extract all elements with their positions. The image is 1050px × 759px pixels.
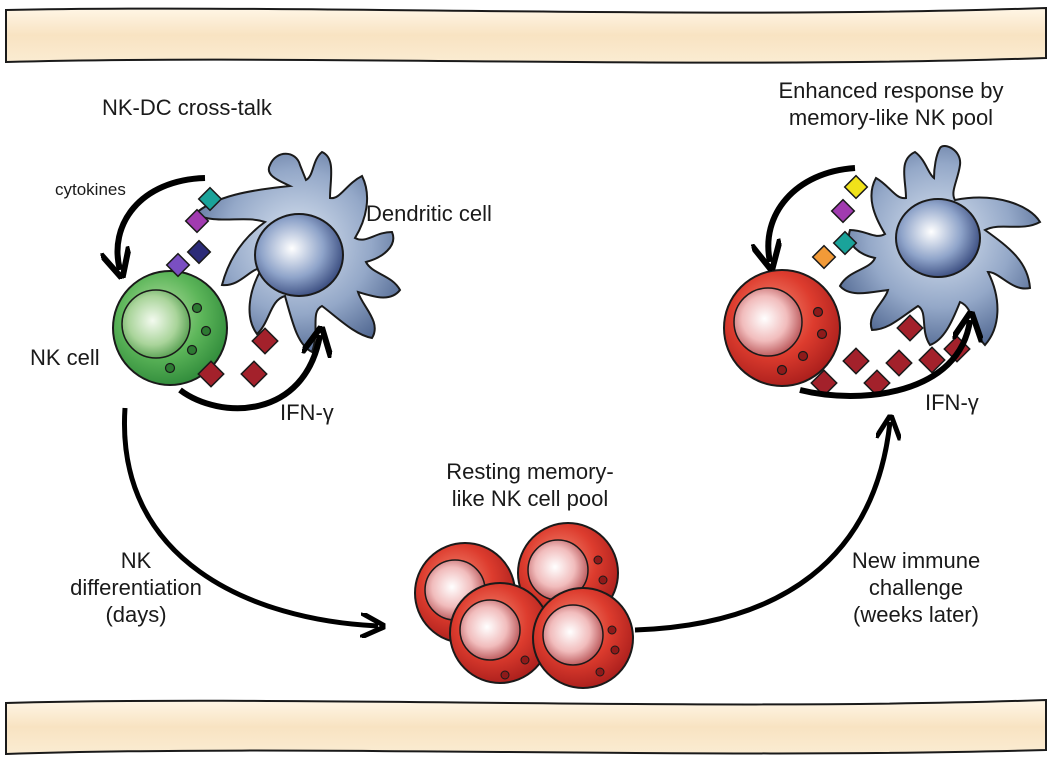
cytokine-diamond bbox=[165, 252, 191, 278]
nk-cell-label: NK cell bbox=[30, 345, 100, 370]
ifn-gamma-right-label: IFN-γ bbox=[925, 390, 979, 415]
enhanced-line-2: memory-like NK pool bbox=[788, 104, 994, 130]
ifn-diamond bbox=[197, 360, 225, 388]
challenge-label: New immune challenge (weeks later) bbox=[820, 548, 1012, 628]
ifn-diamond bbox=[842, 347, 870, 375]
enhanced-response-label: Enhanced response by memory-like NK pool bbox=[760, 78, 1022, 132]
ifn-gamma-left-label: IFN-γ bbox=[280, 400, 334, 425]
challenge-arrow bbox=[634, 422, 890, 633]
ifn-arrow-left bbox=[178, 335, 320, 412]
resting-line-2: like NK cell pool bbox=[451, 485, 609, 511]
nk-cell-green bbox=[112, 270, 228, 386]
ifn-diamond bbox=[810, 369, 838, 397]
cytokine-diamond bbox=[830, 198, 856, 224]
memory-nk-cell bbox=[532, 587, 634, 689]
resting-pool-label: Resting memory- like NK cell pool bbox=[430, 459, 630, 513]
memory-nk-cell-activated bbox=[723, 269, 841, 387]
challenge-line-2: challenge bbox=[868, 574, 964, 600]
resting-nk-pool bbox=[414, 522, 634, 689]
cytokine-diamond bbox=[186, 239, 212, 265]
dendritic-cell-label: Dendritic cell bbox=[366, 201, 492, 226]
cytokines-label: cytokines bbox=[55, 180, 126, 199]
cytokine-diamond bbox=[832, 230, 858, 256]
vessel-wall-bottom bbox=[5, 698, 1047, 756]
cytokine-diamond bbox=[811, 244, 837, 270]
challenge-line-3: (weeks later) bbox=[853, 601, 979, 627]
cytokine-arrow-right bbox=[768, 165, 856, 262]
diff-line-2: differentiation bbox=[70, 574, 202, 600]
ifn-diamond bbox=[896, 314, 924, 342]
crosstalk-label: NK-DC cross-talk bbox=[102, 95, 272, 120]
differentiation-arrow bbox=[122, 407, 378, 626]
dendritic-cell-right bbox=[838, 145, 1042, 347]
cytokine-diamond bbox=[843, 174, 869, 200]
vessel-wall-top bbox=[5, 6, 1047, 64]
memory-nk-cell bbox=[449, 582, 551, 684]
challenge-line-1: New immune bbox=[851, 548, 981, 573]
ifn-diamond bbox=[918, 346, 946, 374]
ifn-diamond bbox=[240, 360, 268, 388]
diff-line-3: (days) bbox=[105, 601, 167, 627]
ifn-diamond bbox=[885, 349, 913, 377]
ifn-diamond bbox=[863, 369, 891, 397]
enhanced-line-1: Enhanced response by bbox=[778, 78, 1004, 103]
cytokine-diamond bbox=[197, 186, 223, 212]
ifn-diamond bbox=[251, 327, 279, 355]
cytokine-arrow bbox=[118, 175, 206, 270]
diff-line-1: NK bbox=[120, 548, 152, 573]
ifn-arrow-right bbox=[799, 320, 970, 399]
differentiation-label: NK differentiation (days) bbox=[40, 548, 232, 628]
resting-line-1: Resting memory- bbox=[446, 459, 614, 484]
dendritic-cell-left bbox=[193, 150, 402, 354]
cytokine-diamond bbox=[184, 208, 210, 234]
